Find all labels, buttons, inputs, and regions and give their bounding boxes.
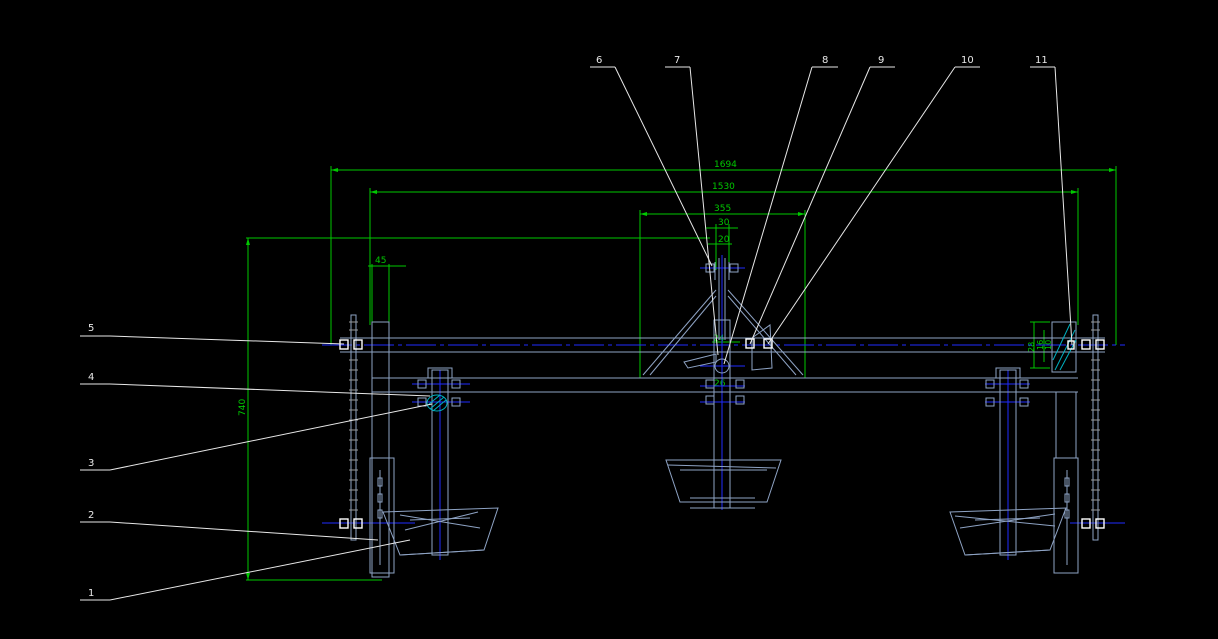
dim-left-offset: 45 <box>375 256 386 266</box>
dim-center-low: 26 <box>714 379 726 389</box>
callout-3: 3 <box>88 458 94 469</box>
dim-overall-width: 1694 <box>714 160 737 170</box>
dim-bracket-30: 30 <box>718 218 730 228</box>
callout-2: 2 <box>88 510 94 521</box>
callout-11: 11 <box>1035 55 1048 66</box>
callout-labels: 1 2 3 4 5 6 7 8 9 10 11 <box>88 55 1048 599</box>
callout-4: 4 <box>88 372 94 383</box>
bearing-blocks <box>339 338 1105 529</box>
dim-rail-span: 1530 <box>712 182 735 192</box>
frame-structure <box>340 258 1105 578</box>
callout-6: 6 <box>596 55 602 66</box>
dimension-arrows <box>246 168 1116 580</box>
gauge-wheel-teeth <box>349 321 1100 511</box>
dim-frame-width: 355 <box>714 204 731 214</box>
dim-right-a: 28 <box>1027 342 1036 352</box>
callout-1: 1 <box>88 588 94 599</box>
callout-7: 7 <box>674 55 680 66</box>
centerlines <box>322 255 1125 560</box>
dim-bracket-20: 20 <box>718 235 730 245</box>
callout-5: 5 <box>88 323 94 334</box>
leader-lines <box>80 66 1073 601</box>
callout-8: 8 <box>822 55 828 66</box>
dimension-lines <box>246 166 1117 581</box>
dim-total-height: 740 <box>238 399 248 416</box>
callout-9: 9 <box>878 55 884 66</box>
callout-10: 10 <box>961 55 974 66</box>
